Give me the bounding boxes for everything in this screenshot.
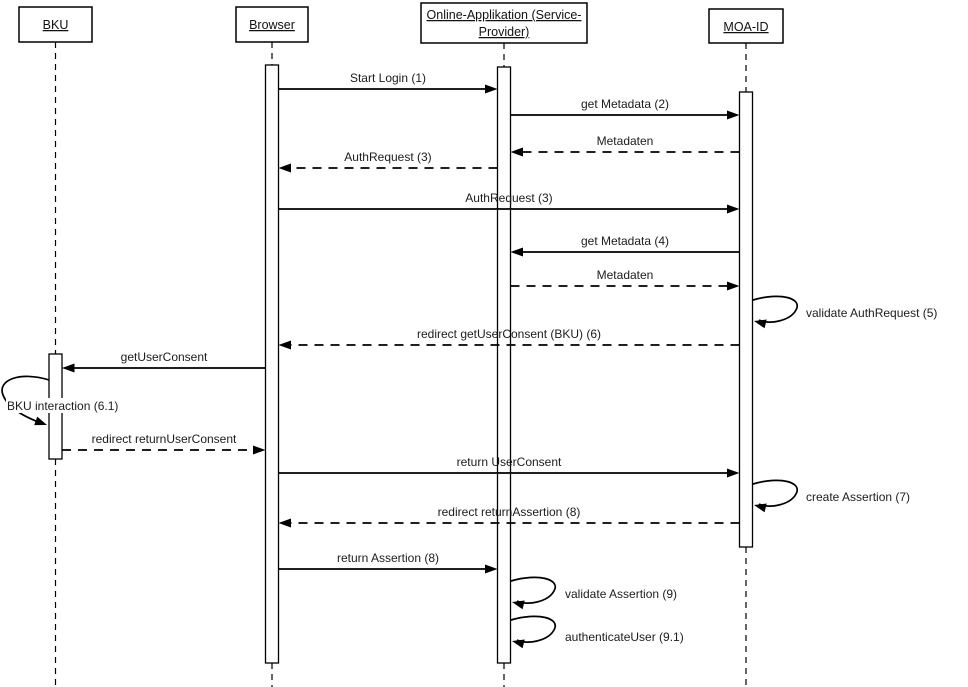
actor-box-service-provider (420, 2, 588, 44)
arrowhead-right (727, 281, 740, 291)
arrowhead-left (278, 163, 291, 173)
message-label-authenticate-user: authenticateUser (9.1) (565, 630, 684, 644)
actor-browser: Browser (235, 6, 309, 43)
message-bku-interaction: BKU interaction (6.1) (1, 375, 148, 426)
activation-bar-browser (264, 64, 280, 664)
arrowhead-left (278, 518, 291, 528)
actor-bku: BKU (18, 6, 93, 43)
arrowhead-right (727, 110, 740, 120)
message-label-start-login: Start Login (1) (350, 71, 426, 85)
message-label-redirect-returnassertion: redirect returnAssertion (8) (438, 505, 581, 519)
arrowhead-right (34, 416, 47, 426)
message-label-bku-interaction: BKU interaction (6.1) (7, 399, 118, 413)
arrowhead-right (727, 204, 740, 214)
message-label-authrequest-redirect: AuthRequest (3) (344, 150, 431, 164)
actor-label-browser: Browser (249, 18, 295, 32)
message-label-return-assertion: return Assertion (8) (337, 551, 439, 565)
actor-label-moa-id: MOA-ID (723, 20, 768, 34)
activation-bar-moa-id (738, 91, 754, 548)
message-create-assertion: create Assertion (7) (752, 479, 910, 513)
message-label-getuserconsent: getUserConsent (121, 350, 208, 364)
message-label-create-assertion: create Assertion (7) (806, 490, 910, 504)
activation-bar-service-provider (496, 66, 512, 664)
message-label-validate-authrequest: validate AuthRequest (5) (806, 306, 937, 320)
message-get-metadata-4: get Metadata (4) (510, 234, 740, 257)
message-redirect-returnassertion: redirect returnAssertion (8) (278, 505, 740, 528)
message-metadaten-to-sp: Metadaten (510, 134, 740, 157)
message-return-userconsent: return UserConsent (278, 455, 740, 478)
message-label-authrequest-forward: AuthRequest (3) (465, 191, 552, 205)
arrowhead-right (727, 468, 740, 478)
arrowhead-left (512, 600, 525, 610)
message-label-redirect-returnuserconsent: redirect returnUserConsent (92, 432, 237, 446)
message-label-redirect-getuserconsent: redirect getUserConsent (BKU) (6) (417, 327, 601, 341)
label-background (6, 398, 148, 413)
arrowhead-left (62, 363, 75, 373)
message-label-metadaten-to-moa: Metadaten (597, 268, 654, 282)
message-label-get-metadata-4: get Metadata (4) (581, 234, 669, 248)
actor-moa-id: MOA-ID (708, 8, 784, 44)
message-label-validate-assertion: validate Assertion (9) (565, 587, 677, 601)
arrowhead-left (512, 639, 525, 649)
message-authrequest-redirect: AuthRequest (3) (278, 150, 498, 173)
arrowhead-left (278, 340, 291, 350)
message-authrequest-forward: AuthRequest (3) (278, 191, 740, 214)
arrowhead-left (754, 319, 767, 329)
message-authenticate-user: authenticateUser (9.1) (510, 615, 684, 649)
actor-label-service-provider-line1: Online-Applikation (Service- (427, 8, 582, 22)
message-get-metadata-2: get Metadata (2) (510, 97, 740, 120)
actor-service-provider: Online-Applikation (Service- Provider) (420, 2, 588, 44)
message-return-assertion: return Assertion (8) (278, 551, 498, 574)
arrowhead-right (485, 564, 498, 574)
actor-label-bku: BKU (43, 18, 69, 32)
self-loop-validate-authrequest (752, 295, 799, 323)
self-loop-bku-interaction (1, 375, 50, 425)
actor-box-browser (235, 6, 309, 43)
message-label-return-userconsent: return UserConsent (457, 455, 562, 469)
arrowhead-left (510, 247, 523, 257)
arrowhead-right (485, 84, 498, 94)
message-redirect-returnuserconsent: redirect returnUserConsent (62, 432, 266, 455)
message-validate-assertion: validate Assertion (9) (510, 576, 677, 610)
message-validate-authrequest: validate AuthRequest (5) (752, 295, 937, 329)
message-label-metadaten-to-sp: Metadaten (597, 134, 654, 148)
message-start-login: Start Login (1) (278, 71, 498, 94)
message-redirect-getuserconsent: redirect getUserConsent (BKU) (6) (278, 327, 740, 350)
actor-label-service-provider-line2: Provider) (479, 25, 530, 39)
self-loop-create-assertion (752, 479, 799, 507)
actor-box-bku (18, 6, 93, 43)
message-label-get-metadata-2: get Metadata (2) (581, 97, 669, 111)
arrowhead-right (253, 445, 266, 455)
message-metadaten-to-moa: Metadaten (510, 268, 740, 291)
actor-box-moa-id (708, 8, 784, 44)
arrowhead-left (510, 147, 523, 157)
arrowhead-left (754, 503, 767, 513)
self-loop-validate-assertion (510, 576, 557, 604)
message-getuserconsent: getUserConsent (62, 350, 266, 373)
self-loop-authenticate-user (510, 615, 557, 643)
